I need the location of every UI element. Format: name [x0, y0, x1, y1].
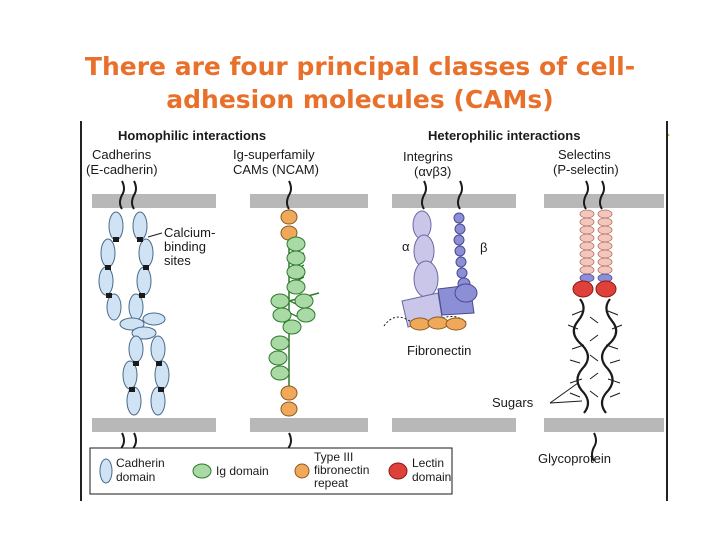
membrane-bottom-cadherin [92, 418, 216, 432]
legend-cadherin-swatch [99, 458, 113, 484]
membrane-top-selectin [544, 194, 664, 208]
beta-label: β [480, 240, 487, 255]
membrane-bottom-integrin [392, 418, 516, 432]
membrane-top-ig [250, 194, 368, 208]
calcium-label-2: binding [164, 239, 206, 254]
cadherins-example: (E-cadherin) [86, 162, 158, 177]
cadherins-title: Cadherins [92, 147, 152, 162]
legend-type3-label-1: Type III [314, 450, 353, 464]
cadherin-molecule [98, 180, 170, 462]
alpha-label: α [402, 239, 410, 254]
legend-lectin-label-2: domain [412, 470, 451, 484]
legend-lectin-label-1: Lectin [412, 456, 444, 470]
membrane-bottom-ig [250, 418, 368, 432]
fibronectin-label: Fibronectin [407, 343, 471, 358]
slide-title-line-1: There are four principal classes of cell… [84, 52, 636, 81]
calcium-pointer-line [147, 232, 163, 238]
glycoprotein-label: Glycoprotein [538, 451, 611, 466]
calcium-label-1: Calcium- [164, 225, 215, 240]
selectin-molecule [567, 180, 623, 462]
legend-lectin-swatch [388, 462, 408, 480]
selectins-title: Selectins [558, 147, 611, 162]
legend-type3-swatch [294, 463, 310, 479]
legend-cadherin-label-1: Cadherin [116, 456, 165, 470]
membrane-top-integrin [392, 194, 516, 208]
ncam-molecule [268, 180, 320, 462]
legend-type3-label-2: fibronectin [314, 463, 369, 477]
sugars-label: Sugars [492, 395, 534, 410]
integrin-molecule [383, 180, 478, 331]
ig-superfamily-title: Ig-superfamily [233, 147, 315, 162]
calcium-label-3: sites [164, 253, 191, 268]
legend-ig-label: Ig domain [216, 464, 269, 478]
legend-cadherin-label-2: domain [116, 470, 155, 484]
cam-diagram: Homophilic interactions Heterophilic int… [86, 128, 664, 495]
legend-ig-swatch [192, 463, 212, 479]
slide-title-line-2: adhesion molecules (CAMs) [166, 85, 554, 114]
membrane-bottom-selectin [544, 418, 664, 432]
homophilic-header: Homophilic interactions [118, 128, 266, 143]
cam-classes-figure: Homophilic interactions Heterophilic int… [80, 121, 668, 501]
slide-title: There are four principal classes of cell… [0, 50, 720, 116]
selectins-example: (P-selectin) [553, 162, 619, 177]
integrins-title: Integrins [403, 149, 453, 164]
sugars-pointer-lines [549, 382, 583, 404]
integrins-example: (αvβ3) [414, 164, 451, 179]
legend-type3-label-3: repeat [314, 476, 349, 490]
legend: Cadherin domain Ig domain Type III fibro… [89, 447, 453, 495]
membrane-top-cadherin [92, 194, 216, 208]
membranes [92, 194, 664, 432]
heterophilic-header: Heterophilic interactions [428, 128, 580, 143]
ig-superfamily-example: CAMs (NCAM) [233, 162, 319, 177]
